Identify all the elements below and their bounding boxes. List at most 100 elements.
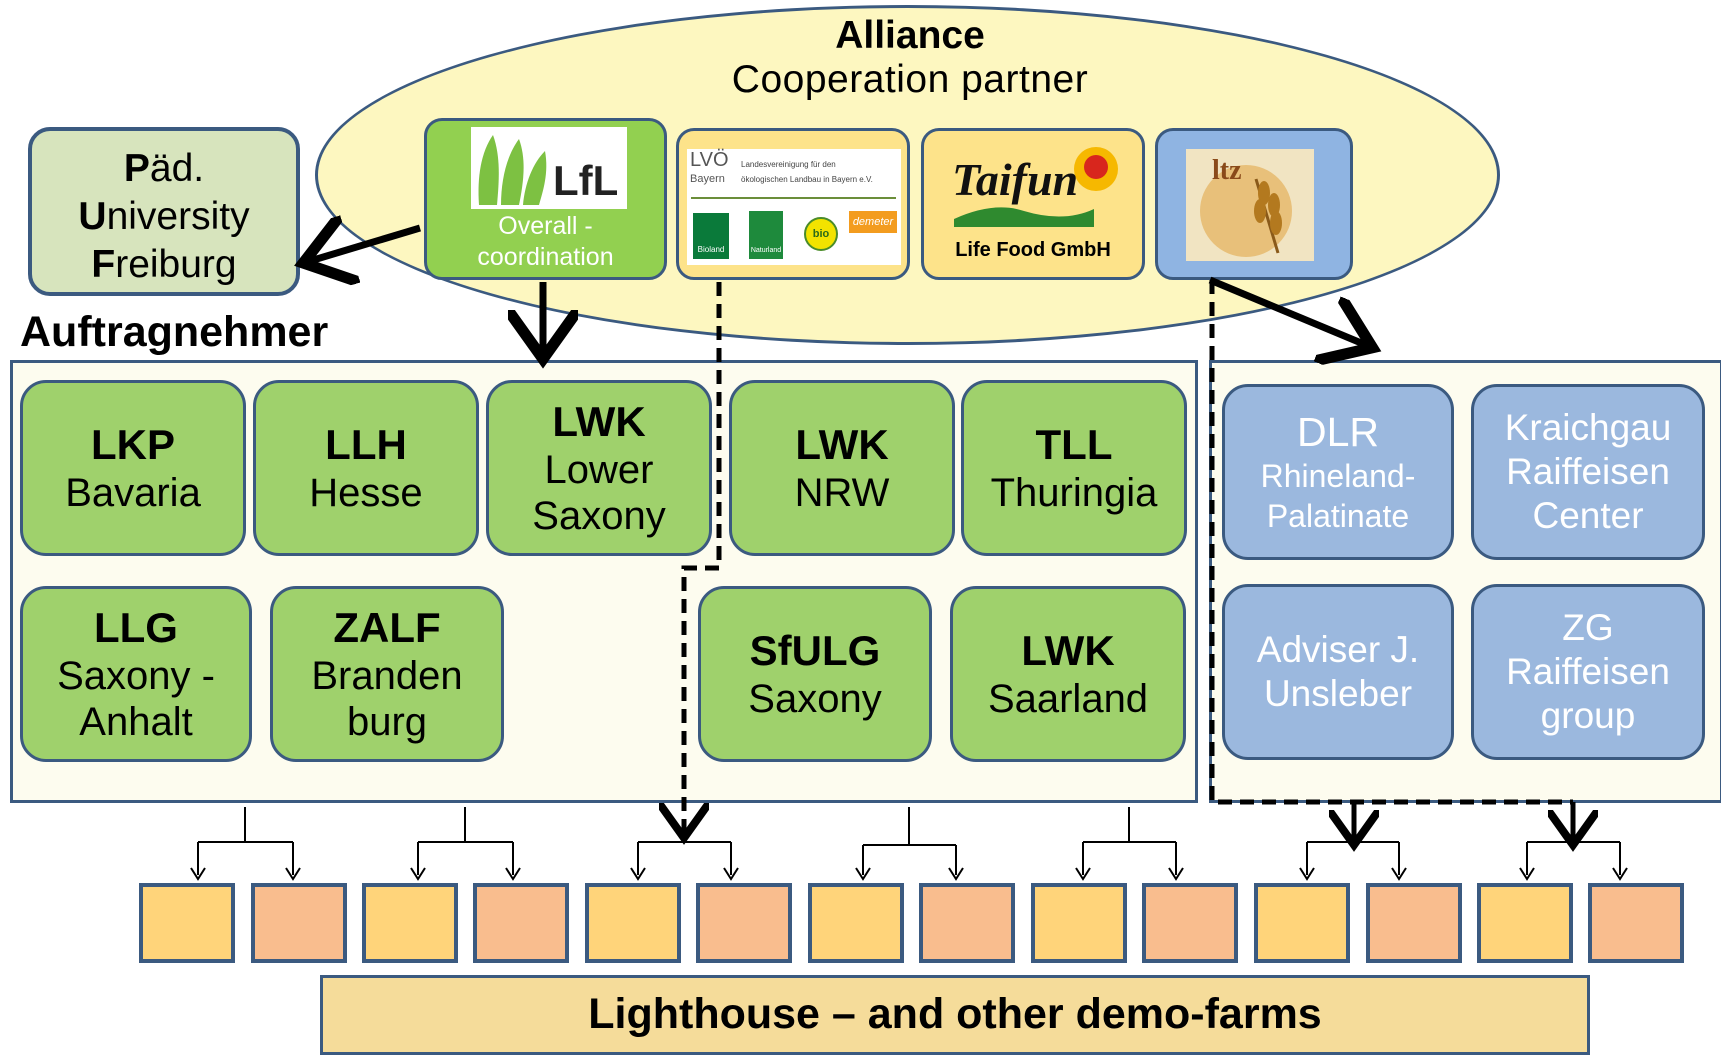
contractor-region: Saxony (748, 677, 882, 721)
lvo-logo: LVÖ Bayern Landesvereinigung für den öko… (687, 149, 901, 265)
contractor-abbr: ZALF (333, 604, 441, 651)
bio-siegel-badge: bio (804, 217, 838, 251)
contractor-card-lwk-nrw: LWK NRW (729, 380, 955, 556)
contractor-card-tll: TLL Thuringia (961, 380, 1187, 556)
contractor-region: Branden (311, 654, 463, 698)
pad-line3-initial: F (91, 243, 116, 286)
contractor-abbr: TLL (1035, 421, 1113, 468)
contractor-region: Saxony - (57, 654, 215, 698)
demo-farm-box (585, 883, 681, 963)
demo-farm-box (919, 883, 1015, 963)
contractor-abbr: LKP (91, 421, 175, 468)
contractor-abbr: LWK (795, 421, 889, 468)
contractor-abbr: SfULG (749, 627, 881, 674)
contractor-region: Bavaria (65, 471, 201, 515)
demo-farm-box (139, 883, 235, 963)
partner-taifun: Taifun Life Food GmbH (921, 128, 1145, 280)
lfl-leaf-icon (478, 135, 547, 205)
advisor-line1: DLR (1296, 409, 1380, 455)
advisor-line2: Raiffeisen (1506, 451, 1670, 492)
demo-farm-box (1254, 883, 1350, 963)
demo-farms-banner: Lighthouse – and other demo-farms (320, 975, 1590, 1055)
advisor-line3: Center (1532, 495, 1644, 536)
advisor-line2: Raiffeisen (1506, 651, 1670, 692)
lvo-divider (691, 197, 896, 199)
demo-farm-box (1366, 883, 1462, 963)
pad-line2: University (32, 193, 296, 241)
contractor-card-lwk-lower-saxony: LWK Lower Saxony (486, 380, 712, 556)
advisor-line1: Adviser J. (1256, 629, 1420, 670)
demo-farm-box (362, 883, 458, 963)
advisor-line1: ZG (1562, 607, 1614, 648)
contractor-card-sfulg: SfULG Saxony (698, 586, 932, 762)
lfl-logo: LfL (471, 127, 627, 209)
partner-ltz: ltz (1155, 128, 1353, 280)
contractor-region: NRW (794, 471, 890, 515)
pad-line2-initial: U (78, 195, 107, 238)
contractor-region: Saarland (987, 677, 1149, 721)
lfl-logo-text: LfL (553, 157, 619, 204)
contractor-region: Lower (544, 448, 654, 492)
taifun-logo-icon (954, 147, 1118, 227)
advisor-line1: Kraichgau (1504, 407, 1672, 448)
contractor-card-lwk-saarland: LWK Saarland (950, 586, 1186, 762)
contractor-card-llh: LLH Hesse (253, 380, 479, 556)
lvo-logo-text: LVÖ (690, 149, 729, 171)
lvo-description-line2: ökologischen Landbau in Bayern e.V. (741, 175, 873, 184)
demo-farm-box (1477, 883, 1573, 963)
demo-farm-box (251, 883, 347, 963)
bioland-badge: Bioland (693, 213, 729, 259)
demo-farm-box (1142, 883, 1238, 963)
pad-line3-rest: reiburg (115, 243, 237, 286)
lfl-caption-line1: Overall - (498, 212, 593, 240)
contractor-abbr: LWK (552, 398, 646, 445)
demo-farm-box (1588, 883, 1684, 963)
advisor-line3: Palatinate (1266, 498, 1410, 534)
advisor-line2: Unsleber (1263, 673, 1413, 714)
contractor-abbr: LLH (325, 421, 407, 468)
pad-line1-initial: P (123, 147, 150, 190)
advisor-card-zg-raiffeisen: ZG Raiffeisen group (1471, 584, 1705, 760)
partner-lvo: LVÖ Bayern Landesvereinigung für den öko… (676, 128, 910, 280)
pad-university-freiburg: Päd. University Freiburg (28, 127, 300, 296)
contractor-card-llg: LLG Saxony - Anhalt (20, 586, 252, 762)
contractor-card-lkp: LKP Bavaria (20, 380, 246, 556)
ltz-logo-text: ltz (1212, 155, 1242, 186)
partner-lfl: LfL Overall - coordination (424, 118, 667, 280)
pad-line2-rest: niversity (106, 195, 250, 238)
demo-farm-box (696, 883, 792, 963)
demo-farm-box (1031, 883, 1127, 963)
lvo-description-line1: Landesvereinigung für den (741, 160, 836, 169)
alliance-subtitle: Cooperation partner (731, 58, 1089, 101)
contractor-abbr: LLG (94, 604, 178, 651)
contractor-region-line2: burg (346, 700, 428, 744)
advisor-line3: group (1540, 695, 1636, 736)
contractor-region: Thuringia (990, 471, 1158, 515)
demo-farm-box (473, 883, 569, 963)
lvo-logo-sub: Bayern (690, 173, 725, 185)
demeter-badge: demeter (849, 211, 897, 233)
advisor-card-dlr: DLR Rhineland- Palatinate (1222, 384, 1454, 560)
ltz-logo: ltz (1186, 149, 1314, 261)
advisor-card-kraichgau: Kraichgau Raiffeisen Center (1471, 384, 1705, 560)
fork-arrowheads (190, 867, 1628, 881)
lvo-description: Landesvereinigung für den ökologischen L… (741, 157, 873, 187)
demo-farm-box (808, 883, 904, 963)
contractor-abbr: LWK (1021, 627, 1115, 674)
naturland-badge: Naturland (749, 211, 783, 259)
pad-line1: Päd. (32, 145, 296, 193)
alliance-title: Alliance (835, 14, 985, 57)
taifun-caption: Life Food GmbH (955, 239, 1111, 261)
contractor-region-line2: Saxony (532, 494, 666, 538)
advisor-line2: Rhineland- (1260, 458, 1416, 494)
pad-line3: Freiburg (32, 241, 296, 289)
pad-line1-rest: äd. (149, 147, 205, 190)
lfl-caption: Overall - coordination (427, 211, 664, 273)
contractor-card-zalf: ZALF Branden burg (270, 586, 504, 762)
contractor-region: Hesse (309, 471, 423, 515)
contractors-heading: Auftragnehmer (20, 308, 329, 356)
ltz-wheat-icon (1200, 165, 1292, 257)
taifun-logo-text: Taifun (952, 154, 1079, 205)
contractor-region-line2: Anhalt (79, 700, 193, 744)
fork-connectors (197, 807, 1621, 875)
